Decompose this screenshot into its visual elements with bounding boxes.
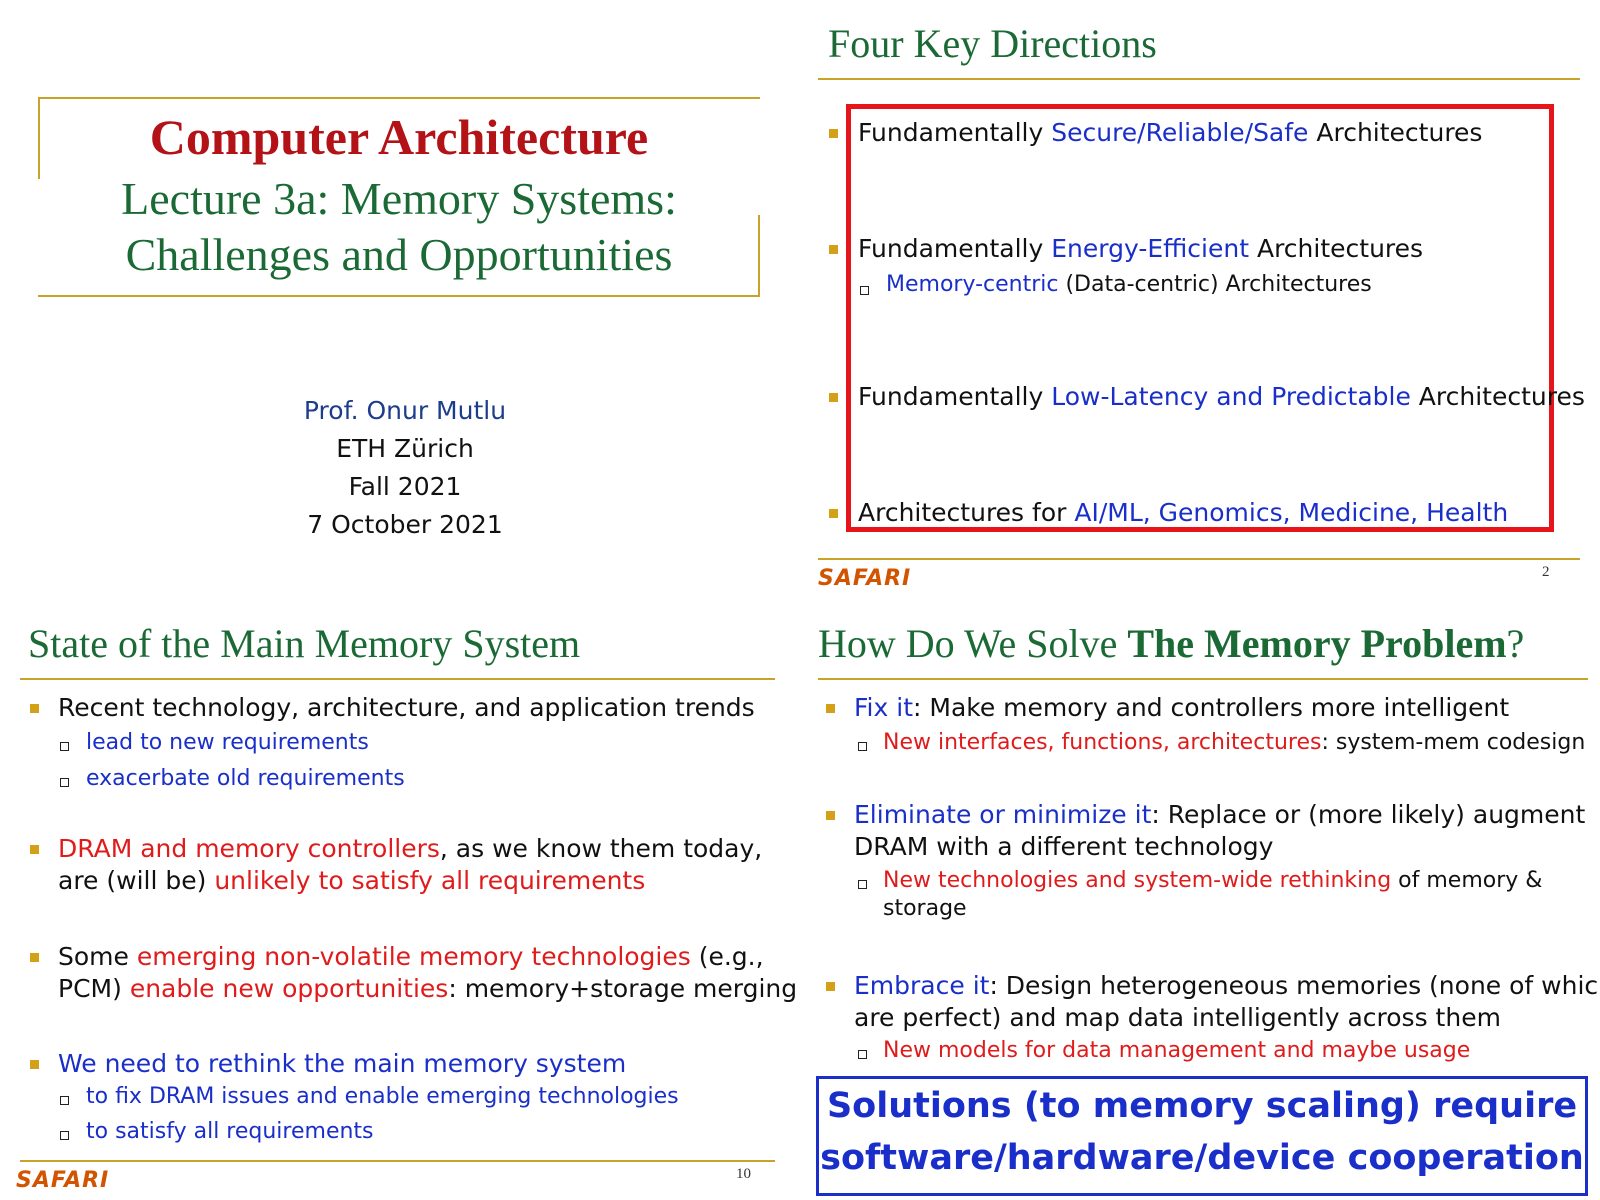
callout-line1: Solutions (to memory scaling) require	[826, 1086, 1578, 1126]
bullet-marker	[829, 509, 838, 518]
sub-bullet-marker	[60, 1096, 69, 1105]
bullet-marker	[826, 982, 835, 991]
lecture-date: 7 October 2021	[307, 510, 503, 539]
slide-title: Four Key Directions	[828, 21, 1157, 66]
footer-rule	[20, 1160, 775, 1162]
embrace-bullet-line1: Embrace it: Design heterogeneous memorie…	[854, 971, 1600, 1000]
callout-line2: software/hardware/device cooperation	[820, 1138, 1584, 1178]
dram-bullet-line2: are (will be) unlikely to satisfy all re…	[58, 866, 646, 895]
nvm-bullet-line1: Some emerging non-volatile memory techno…	[58, 942, 764, 971]
sub-new-technologies-line1: New technologies and system-wide rethink…	[883, 868, 1543, 893]
bullet-marker	[826, 811, 835, 820]
bullet-marker	[826, 704, 835, 713]
slide-memory-problem: How Do We Solve The Memory Problem? Fix …	[800, 600, 1600, 1200]
bullet-marker	[30, 1060, 39, 1069]
slide-title: Computer Architecture Lecture 3a: Memory…	[0, 0, 780, 600]
eliminate-bullet-line2: DRAM with a different technology	[854, 832, 1274, 861]
embrace-bullet-line2: are perfect) and map data intelligently …	[854, 1003, 1501, 1032]
sub-new-interfaces: New interfaces, functions, architectures…	[883, 730, 1586, 755]
highlight-box	[846, 104, 1554, 532]
slide-state-of-memory: State of the Main Memory System Recent t…	[0, 600, 797, 1200]
title-frame-top	[38, 97, 760, 99]
footer-rule	[818, 558, 1580, 560]
sub-bullet-marker	[858, 1050, 867, 1059]
institution: ETH Zürich	[336, 434, 474, 463]
sub-new-technologies-line2: storage	[883, 896, 967, 921]
dram-bullet-line1: DRAM and memory controllers, as we know …	[58, 834, 763, 863]
bullet-marker	[829, 129, 838, 138]
lecture-course-title: Computer Architecture	[149, 109, 649, 165]
sub-bullet-marker	[60, 742, 69, 751]
sub-bullet-marker	[60, 778, 69, 787]
lecture-subtitle-line2: Challenges and Opportunities	[125, 229, 673, 280]
direction-secure: Fundamentally Secure/Reliable/Safe Archi…	[858, 118, 1483, 147]
sub-bullet-marker	[60, 1131, 69, 1140]
title-frame-bottom	[38, 295, 760, 297]
bullet-marker	[30, 704, 39, 713]
slide-four-key-directions: Four Key Directions Fundamentally Secure…	[800, 0, 1600, 600]
author-name: Prof. Onur Mutlu	[303, 396, 507, 425]
bullet-marker	[829, 393, 838, 402]
sub-new-models: New models for data management and maybe…	[883, 1038, 1471, 1063]
direction-ai-ml: Architectures for AI/ML, Genomics, Medic…	[858, 498, 1509, 527]
title-underline	[818, 78, 1580, 80]
direction-low-latency: Fundamentally Low-Latency and Predictabl…	[858, 382, 1585, 411]
rethink-bullet: We need to rethink the main memory syste…	[58, 1049, 627, 1078]
sub-new-requirements: lead to new requirements	[86, 730, 369, 755]
fix-it-bullet: Fix it: Make memory and controllers more…	[854, 693, 1510, 722]
solutions-callout	[816, 1076, 1588, 1196]
slide-title: State of the Main Memory System	[28, 621, 581, 666]
sub-old-requirements: exacerbate old requirements	[86, 766, 405, 791]
safari-logo: SAFARI	[818, 566, 912, 591]
sub-fix-dram: to fix DRAM issues and enable emerging t…	[86, 1084, 679, 1109]
trends-bullet: Recent technology, architecture, and app…	[58, 693, 755, 722]
sub-satisfy-requirements: to satisfy all requirements	[86, 1119, 374, 1144]
sub-bullet-marker	[860, 286, 869, 295]
bullet-marker	[30, 845, 39, 854]
direction-energy-efficient: Fundamentally Energy-Efficient Architect…	[858, 234, 1424, 263]
title-frame-left	[38, 97, 40, 179]
lecture-subtitle-line1: Lecture 3a: Memory Systems:	[121, 173, 677, 224]
title-frame-right	[758, 215, 760, 297]
sub-memory-centric: Memory-centric (Data-centric) Architectu…	[886, 272, 1372, 297]
title-underline	[20, 678, 775, 680]
bullet-marker	[829, 245, 838, 254]
page-number: 10	[736, 1166, 751, 1182]
sub-bullet-marker	[858, 742, 867, 751]
title-underline	[818, 678, 1588, 680]
page-number: 2	[1542, 564, 1550, 580]
bullet-marker	[30, 953, 39, 962]
slide-title: How Do We Solve The Memory Problem?	[818, 621, 1525, 666]
sub-bullet-marker	[858, 880, 867, 889]
safari-logo: SAFARI	[16, 1168, 110, 1193]
eliminate-bullet-line1: Eliminate or minimize it: Replace or (mo…	[854, 800, 1586, 829]
nvm-bullet-line2: PCM) enable new opportunities: memory+st…	[58, 974, 798, 1003]
term: Fall 2021	[348, 472, 462, 501]
